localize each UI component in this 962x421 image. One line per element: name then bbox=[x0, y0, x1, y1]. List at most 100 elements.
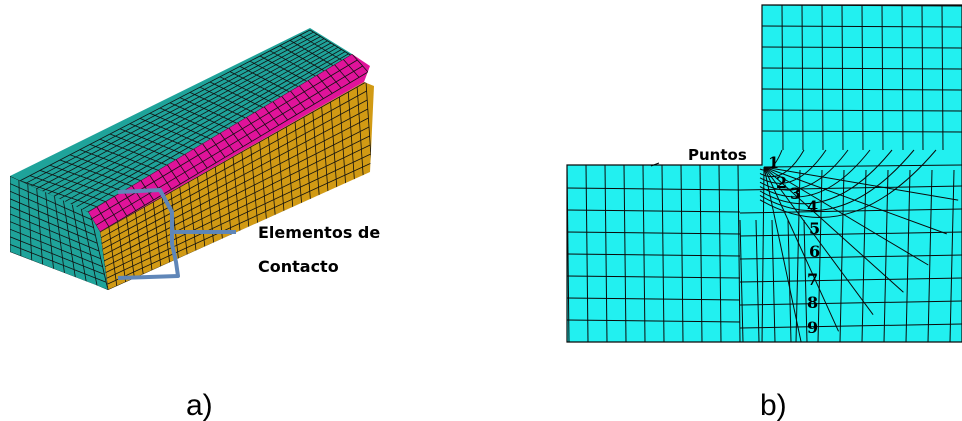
mesh-line bbox=[158, 169, 172, 190]
mesh-line bbox=[763, 164, 962, 168]
mesh-line bbox=[771, 219, 776, 342]
mesh-line bbox=[89, 211, 108, 290]
mesh-line bbox=[949, 169, 955, 342]
mesh-line bbox=[585, 164, 589, 342]
mesh-line bbox=[718, 164, 722, 342]
mesh-line bbox=[351, 54, 369, 73]
mesh-line bbox=[10, 244, 107, 283]
mesh-line bbox=[184, 153, 199, 174]
point-number-2: 2 bbox=[776, 173, 787, 192]
panel-a-caption: a) bbox=[186, 389, 213, 421]
mesh-line bbox=[61, 46, 339, 204]
mesh-line bbox=[801, 5, 804, 151]
mesh-line bbox=[228, 127, 244, 147]
mesh-line bbox=[861, 169, 867, 342]
mesh-line bbox=[122, 190, 137, 211]
mesh-line bbox=[334, 64, 351, 83]
mesh-line bbox=[763, 166, 802, 342]
mesh-line bbox=[763, 166, 959, 201]
mesh-line bbox=[100, 90, 367, 239]
mesh-line bbox=[817, 169, 823, 342]
mesh-line bbox=[246, 116, 262, 137]
mesh-line bbox=[803, 219, 808, 342]
panel-a-3d-mesh: Elementos de Contacto a) bbox=[10, 28, 380, 421]
mesh-line bbox=[10, 213, 100, 252]
mesh-line bbox=[80, 207, 98, 286]
mesh-line bbox=[101, 99, 368, 244]
mesh-line bbox=[567, 253, 741, 257]
point-number-3: 3 bbox=[790, 184, 801, 203]
contact-band-face bbox=[88, 54, 370, 232]
mesh-line bbox=[22, 33, 318, 191]
t-junction-outline bbox=[566, 4, 962, 343]
mesh-line bbox=[62, 199, 76, 278]
mesh-line bbox=[36, 187, 44, 265]
mesh-line bbox=[761, 88, 962, 91]
mesh-line bbox=[739, 254, 962, 260]
mesh-line bbox=[763, 166, 929, 266]
mesh-line bbox=[55, 44, 335, 202]
mesh-line bbox=[54, 195, 65, 274]
mesh-line bbox=[841, 5, 844, 151]
panel-b-caption: b) bbox=[760, 389, 787, 421]
mesh-line bbox=[107, 162, 372, 285]
mesh-line bbox=[102, 108, 368, 250]
mesh-line bbox=[761, 166, 765, 342]
mesh-line bbox=[739, 277, 962, 283]
panel-b-2d-mesh: Puntos 1 2 3 4 5 6 7 8 9 b) bbox=[566, 4, 962, 421]
mesh-line bbox=[16, 31, 314, 189]
mesh-line bbox=[761, 130, 962, 133]
mesh-line bbox=[763, 166, 947, 235]
mesh-curve bbox=[759, 149, 937, 218]
mesh-line bbox=[901, 5, 904, 151]
mesh-line bbox=[219, 132, 235, 153]
mesh-curve bbox=[759, 149, 849, 191]
mesh-line bbox=[763, 166, 874, 315]
mesh-line bbox=[114, 195, 128, 217]
mesh-line bbox=[881, 5, 884, 151]
mesh-line bbox=[623, 164, 627, 342]
mesh-line bbox=[74, 51, 346, 209]
contact-annotation-line1: Elementos de bbox=[258, 223, 380, 242]
mesh-line bbox=[105, 201, 119, 222]
mesh-line bbox=[272, 101, 288, 121]
mesh-line bbox=[298, 85, 315, 105]
mesh-line bbox=[71, 203, 87, 282]
mesh-line bbox=[861, 5, 864, 151]
mesh-line bbox=[739, 219, 744, 342]
mesh-line bbox=[290, 90, 306, 110]
points-label: Puntos bbox=[688, 146, 747, 164]
mesh-line bbox=[29, 36, 321, 193]
point-number-9: 9 bbox=[807, 318, 818, 337]
mesh-line bbox=[787, 219, 792, 342]
mesh-line bbox=[567, 231, 741, 235]
mesh-line bbox=[263, 106, 279, 126]
mesh-line bbox=[795, 169, 801, 342]
contact-annotation-line2: Contacto bbox=[258, 257, 339, 276]
mesh-line bbox=[103, 117, 369, 256]
mesh-line bbox=[281, 95, 297, 115]
mesh-line bbox=[175, 159, 190, 179]
mesh-line bbox=[193, 148, 208, 169]
mesh-line bbox=[10, 198, 96, 236]
mesh-line bbox=[739, 231, 962, 237]
mesh-line bbox=[202, 143, 217, 163]
mesh-line bbox=[781, 5, 784, 151]
mesh-line bbox=[10, 206, 98, 244]
mesh-line bbox=[739, 208, 962, 214]
mesh-line bbox=[761, 109, 962, 112]
mesh-line bbox=[103, 126, 370, 262]
point-number-5: 5 bbox=[809, 219, 820, 238]
mesh-line bbox=[839, 169, 845, 342]
mesh-line bbox=[42, 40, 328, 198]
mesh-line bbox=[10, 228, 103, 267]
mesh-line bbox=[567, 275, 741, 279]
mesh-line bbox=[342, 59, 360, 78]
mesh-line bbox=[739, 323, 962, 329]
mesh-line bbox=[81, 53, 349, 211]
mesh-line bbox=[739, 185, 962, 191]
point-number-4: 4 bbox=[807, 197, 818, 216]
point-number-8: 8 bbox=[807, 293, 818, 312]
mesh-line bbox=[100, 82, 367, 233]
mesh-curve bbox=[759, 149, 915, 212]
